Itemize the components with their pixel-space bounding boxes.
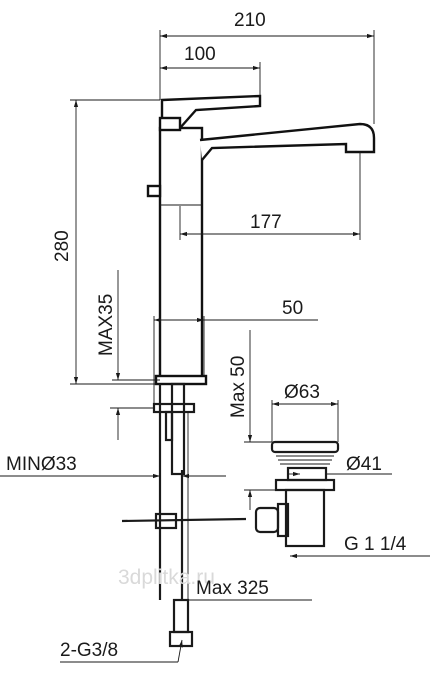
dim-min-hole: MINØ33 (6, 454, 77, 475)
dim-rod-length: Max 325 (196, 578, 269, 599)
dim-reach: 177 (250, 212, 282, 233)
dim-drain-head-dia: Ø63 (284, 382, 320, 403)
dim-width-total: 210 (234, 10, 266, 31)
dim-width-handle: 100 (184, 44, 216, 65)
watermark: 3dplitka.ru (118, 566, 215, 589)
dim-drain-thread: G 1 1/4 (344, 534, 407, 555)
under-deck-assembly (110, 382, 247, 648)
pop-up-drain (254, 440, 340, 548)
dimension-lines (0, 30, 430, 663)
dim-max-deck: MAX35 (96, 294, 117, 356)
dim-height-total: 280 (52, 230, 73, 262)
faucet-body (146, 94, 376, 386)
dim-supply-thread: 2-G3/8 (60, 640, 118, 661)
dim-drain-height: Max 50 (228, 356, 249, 418)
dim-body-width: 50 (282, 298, 303, 319)
dim-drain-neck-dia: Ø41 (346, 454, 382, 475)
